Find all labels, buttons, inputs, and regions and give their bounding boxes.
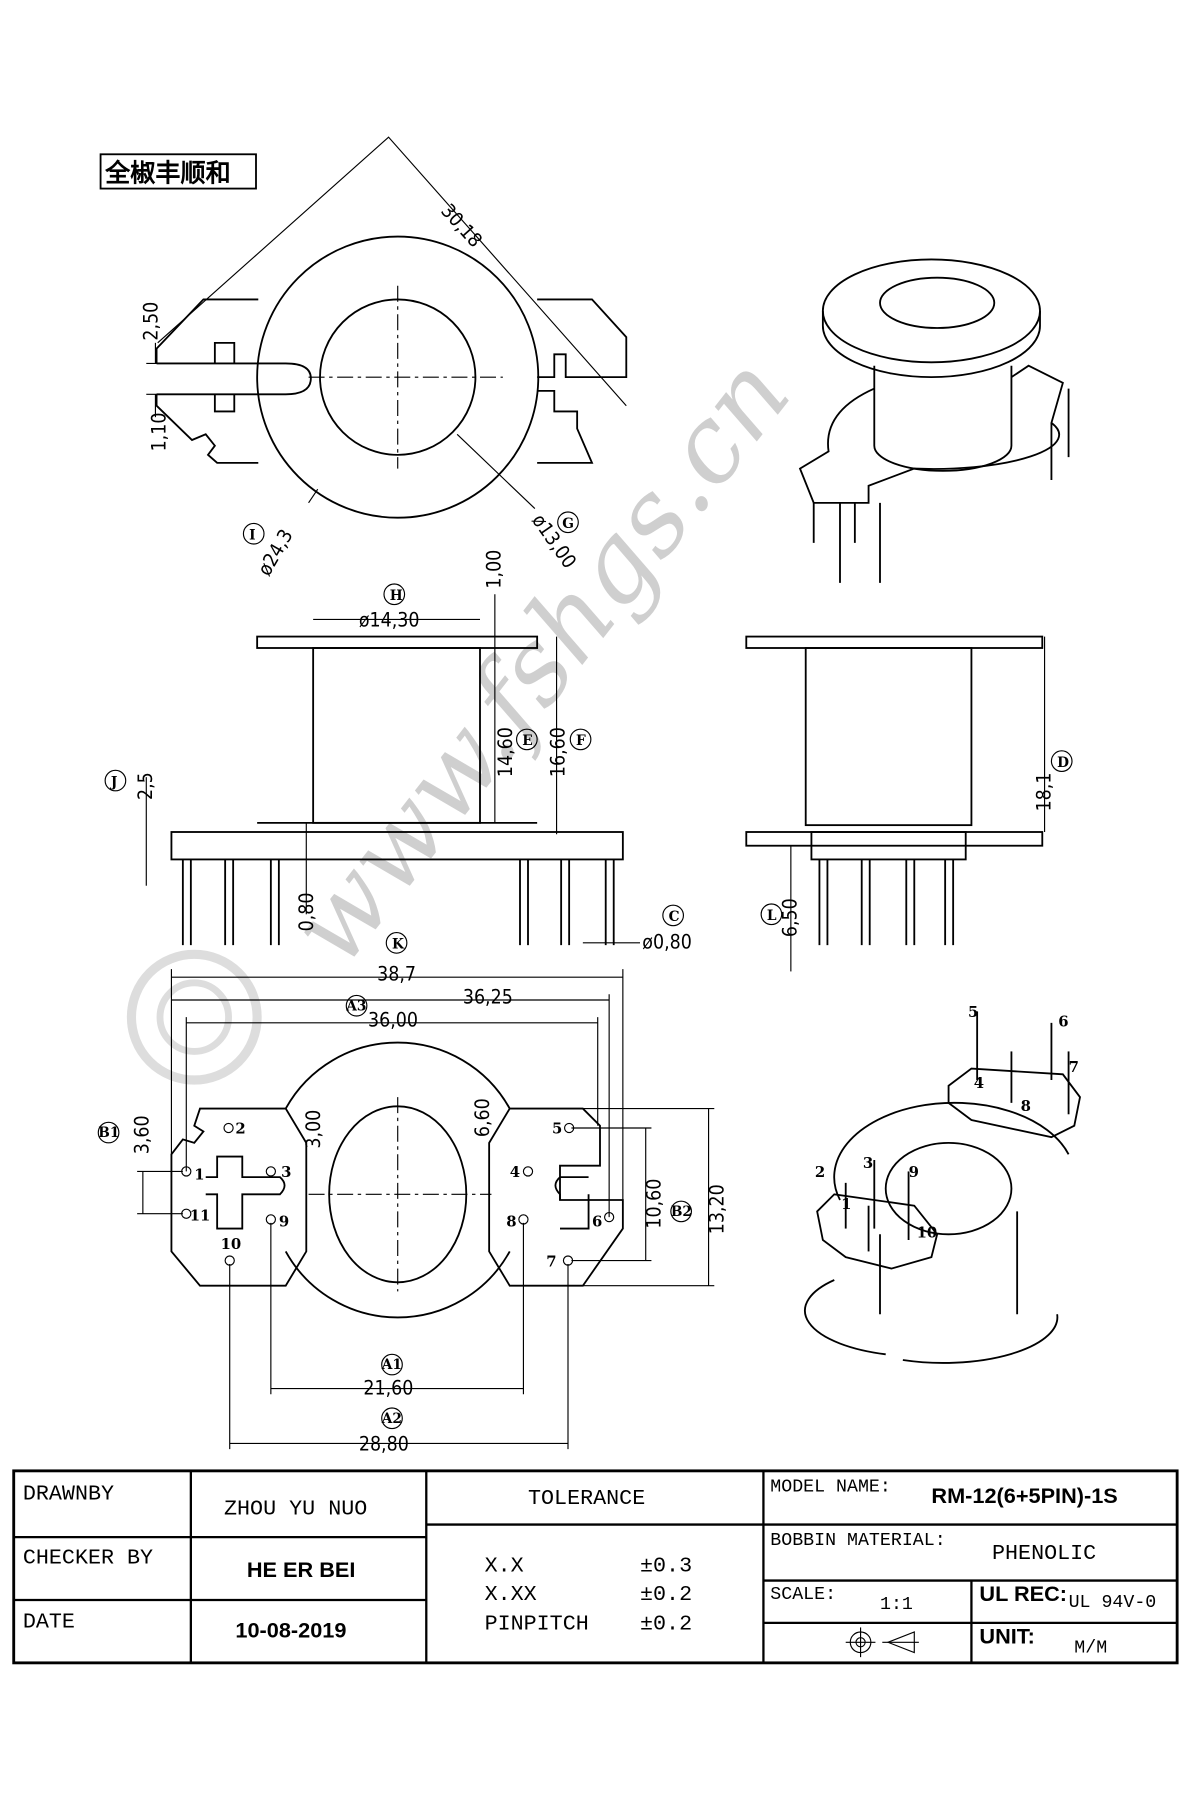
dim-k: 38,7 xyxy=(377,963,416,986)
dim-a2: 28,80 xyxy=(359,1432,409,1455)
iso-pin-2: 2 xyxy=(815,1163,825,1181)
unit-label: UNIT: xyxy=(979,1623,1034,1648)
iso-pin-6: 6 xyxy=(1058,1012,1068,1030)
title-block: DRAWNBY ZHOU YU NUO CHECKER BY HE ER BEI… xyxy=(12,1469,1179,1665)
pin-label-10: 10 xyxy=(221,1235,242,1253)
tag-f: F xyxy=(576,733,586,749)
dim-outer-dia: ø24,3 xyxy=(253,525,298,579)
tag-d: D xyxy=(1057,755,1069,771)
dim-0-80: 0,80 xyxy=(295,893,318,932)
scale-value: 1:1 xyxy=(880,1595,913,1615)
iso-pin-1: 1 xyxy=(841,1195,851,1213)
drawnby-value: ZHOU YU NUO xyxy=(224,1496,367,1521)
tolerance-value: ±0.2 xyxy=(640,1582,692,1607)
pin-label-11: 11 xyxy=(190,1207,211,1225)
dim-j: 2,5 xyxy=(134,772,157,800)
model-value: RM-12(6+5PIN)-1S xyxy=(931,1483,1117,1508)
pin-label-6: 6 xyxy=(592,1212,602,1230)
iso-pin-8: 8 xyxy=(1021,1097,1031,1115)
tolerance-label: TOLERANCE xyxy=(528,1486,645,1511)
pin-label-7: 7 xyxy=(546,1252,556,1270)
dim-f: 16,60 xyxy=(547,727,570,777)
dim-10-60: 10,60 xyxy=(643,1179,666,1229)
tag-j: J xyxy=(110,774,117,790)
scale-label: SCALE: xyxy=(770,1585,836,1605)
projection-symbol-icon xyxy=(845,1627,919,1658)
dim-6-60: 6,60 xyxy=(471,1098,494,1137)
bottom-view: 1 2 3 4 5 6 7 8 9 10 11 38,7 K 36,25 36,… xyxy=(97,931,728,1455)
iso-pin-9: 9 xyxy=(909,1163,919,1181)
date-value: 10-08-2019 xyxy=(235,1618,346,1643)
company-title: 全椒丰顺和 xyxy=(104,159,231,188)
iso-pin-10: 10 xyxy=(917,1224,938,1242)
material-label: BOBBIN MATERIAL: xyxy=(770,1531,945,1551)
dim-d: 18,1 xyxy=(1032,773,1055,812)
dim-1-10: 1,10 xyxy=(148,413,171,452)
checker-label: CHECKER BY xyxy=(23,1545,153,1570)
pin-label-1: 1 xyxy=(194,1165,204,1183)
tag-i: I xyxy=(249,527,255,543)
tag-c: C xyxy=(669,909,680,925)
dim-pin-dia: ø0,80 xyxy=(642,931,692,954)
watermark-text: www.fshgs.cn xyxy=(266,334,814,987)
tag-e: E xyxy=(522,733,532,749)
tolerance-value: ±0.3 xyxy=(640,1553,692,1578)
pin-label-4: 4 xyxy=(510,1163,520,1181)
tag-k: K xyxy=(392,937,405,953)
dim-1-00: 1,00 xyxy=(483,550,506,589)
ul-label: UL REC: xyxy=(979,1581,1067,1606)
dim-2-50: 2,50 xyxy=(140,302,163,341)
date-label: DATE xyxy=(23,1609,75,1634)
pin-label-5: 5 xyxy=(552,1120,562,1138)
tag-a3: A3 xyxy=(345,998,366,1014)
ul-value: UL 94V-0 xyxy=(1069,1593,1157,1613)
dim-b2: 13,20 xyxy=(705,1184,728,1234)
dim-e: 14,60 xyxy=(494,727,517,777)
model-label: MODEL NAME: xyxy=(770,1477,891,1497)
pin-label-8: 8 xyxy=(506,1212,516,1230)
tolerance-key: PINPITCH xyxy=(485,1612,589,1637)
top-view: 30,18 2,50 1,10 ø24,3 I ø13,00 G xyxy=(140,136,628,580)
pin-label-9: 9 xyxy=(279,1212,289,1230)
dim-b1: 3,60 xyxy=(131,1115,154,1154)
tolerance-key: X.XX xyxy=(485,1582,537,1607)
checker-value: HE ER BEI xyxy=(247,1557,356,1582)
dim-a1: 21,60 xyxy=(363,1376,413,1399)
material-value: PHENOLIC xyxy=(992,1541,1096,1566)
tag-a1: A1 xyxy=(381,1357,402,1373)
tolerance-key: X.X xyxy=(485,1553,524,1578)
tolerance-value: ±0.2 xyxy=(640,1612,692,1637)
side-view-right: 18,1 D 6,50 L xyxy=(745,635,1073,972)
pin-label-3: 3 xyxy=(281,1163,291,1181)
iso-pin-5: 5 xyxy=(968,1003,978,1021)
side-view-left: ø14,30 H 1,00 14,60 E 16,60 F 2,5 J 0,80… xyxy=(104,550,692,954)
tag-b1: B1 xyxy=(98,1125,119,1141)
company-title-box: 全椒丰顺和 xyxy=(99,153,257,190)
dim-l: 6,50 xyxy=(779,898,802,937)
tag-a2: A2 xyxy=(381,1411,402,1427)
dim-a3: 36,00 xyxy=(368,1008,418,1031)
iso-pin-7: 7 xyxy=(1069,1058,1079,1076)
watermark: www.fshgs.cn xyxy=(126,334,814,1085)
tag-g: G xyxy=(562,516,574,532)
pin-label-2: 2 xyxy=(235,1120,245,1138)
isometric-view-top xyxy=(798,258,1070,583)
isometric-view-bottom: 5 6 4 8 2 3 9 1 10 7 xyxy=(804,1003,1081,1364)
drawnby-label: DRAWNBY xyxy=(23,1481,114,1506)
dim-36-25: 36,25 xyxy=(463,985,513,1008)
unit-value: M/M xyxy=(1074,1639,1107,1659)
dim-h-dia: ø14,30 xyxy=(359,608,420,631)
iso-pin-4: 4 xyxy=(974,1074,984,1092)
tag-l: L xyxy=(767,908,777,924)
tag-b2: B2 xyxy=(671,1204,692,1220)
dim-3-00: 3,00 xyxy=(302,1110,325,1149)
iso-pin-3: 3 xyxy=(863,1154,873,1172)
tag-h: H xyxy=(390,588,403,604)
